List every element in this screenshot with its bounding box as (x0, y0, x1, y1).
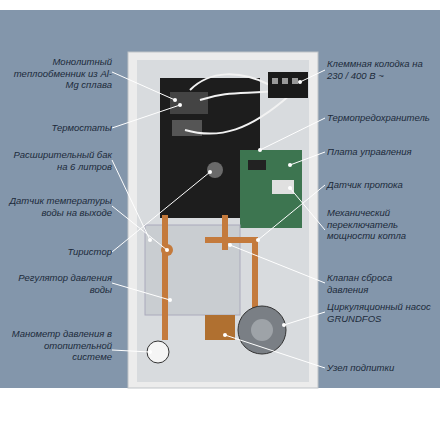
callout-label: Тиристор (8, 246, 112, 258)
callout-label: Термопредохранитель (327, 112, 435, 124)
callout-label: Плата управления (327, 146, 435, 158)
callout-label: Манометр давления в отопительной системе (8, 328, 112, 363)
leader-lines (112, 70, 325, 368)
terminal-block (268, 72, 308, 98)
power-switch (272, 180, 294, 194)
terminal (282, 78, 288, 84)
callout-label: Термостаты (8, 122, 112, 134)
callout-label: Регулятор давления воды (8, 272, 112, 295)
callout-label: Циркуляционный насос GRUNDFOS (327, 301, 435, 324)
terminal (292, 78, 298, 84)
callout-label: Узел подпитки (327, 362, 435, 374)
callout-label: Клеммная колодка на 230 / 400 В ~ (327, 58, 435, 81)
callout-label: Механический переключатель мощности котл… (327, 207, 432, 242)
boiler-interior (137, 60, 309, 382)
chip (248, 160, 266, 170)
callout-label: Монолитный теплообменник из Al-Mg сплава (8, 56, 112, 91)
thyristor (207, 162, 223, 178)
leader-dots (148, 80, 302, 354)
make-up-unit (205, 315, 235, 340)
pump-cap (251, 319, 273, 341)
panel-background (0, 10, 440, 388)
callout-label: Клапан сброса давления (327, 272, 432, 295)
thermostat (170, 92, 208, 114)
callout-label: Датчик протока (327, 179, 435, 191)
callout-label: Расширительный бак на 6 литров (8, 149, 112, 172)
wire (185, 74, 290, 133)
boiler-casing (128, 52, 318, 388)
callout-label: Датчик температуры воды на выходе (8, 195, 112, 218)
control-board (240, 150, 302, 228)
terminal (272, 78, 278, 84)
pressure-gauge (147, 341, 169, 363)
flow-sensor (161, 244, 173, 256)
